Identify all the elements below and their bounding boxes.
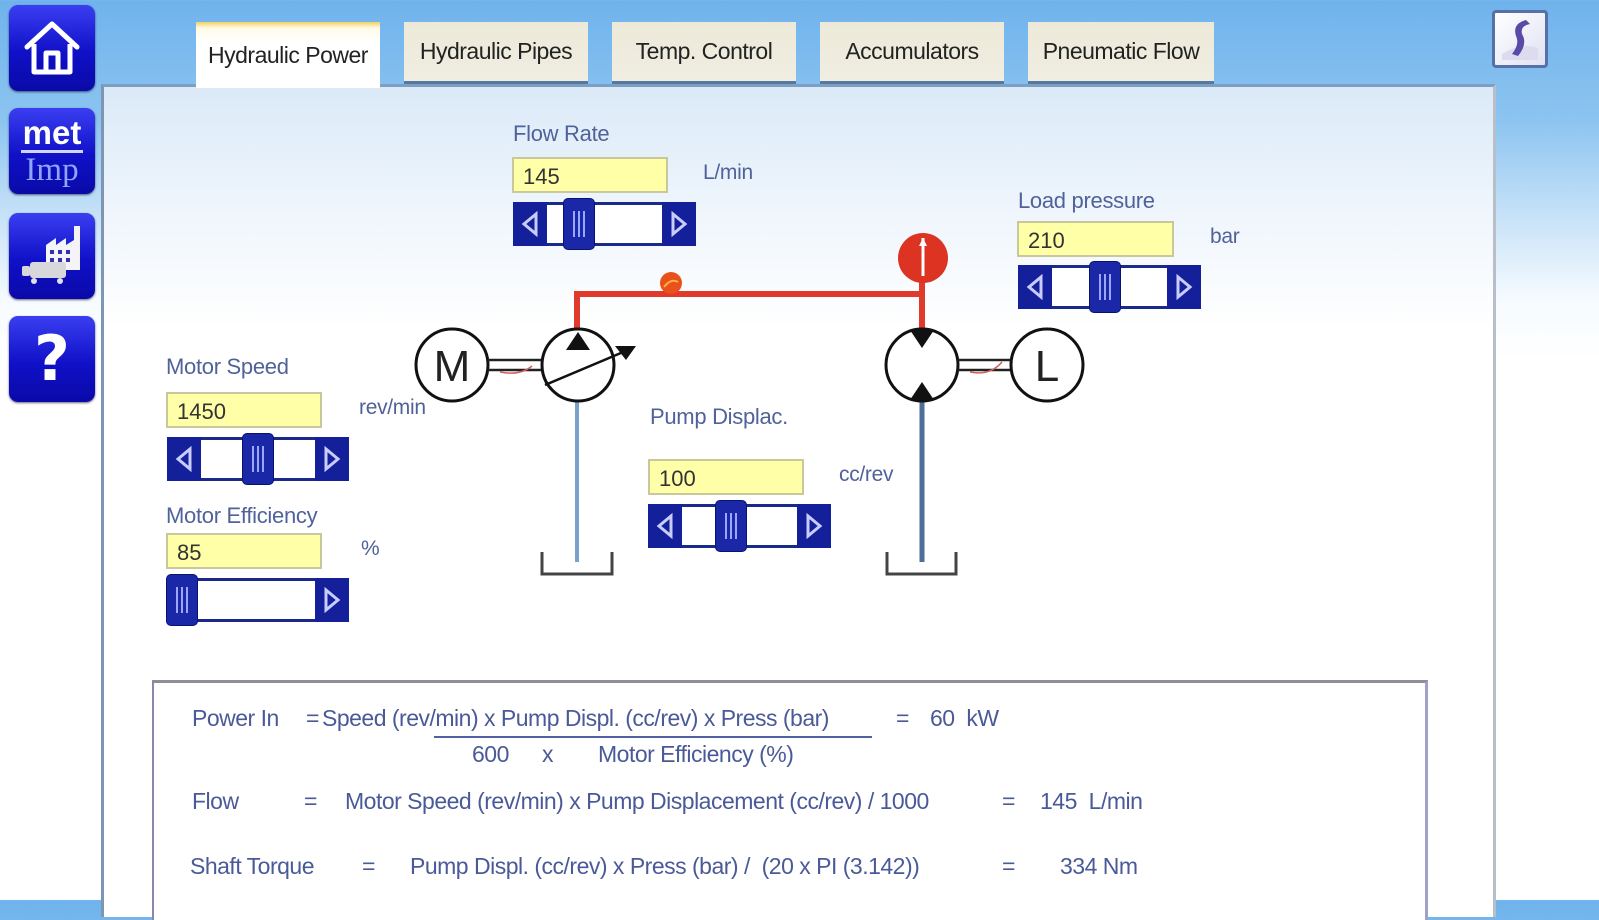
- power-formula-eq: =: [306, 705, 319, 731]
- slider-decrease-button[interactable]: [1018, 265, 1052, 309]
- pump-displacement-slider[interactable]: [648, 501, 831, 551]
- factory-icon: [22, 226, 80, 284]
- load-label: L: [1035, 342, 1059, 391]
- pressure-line: [574, 291, 925, 332]
- pressure-gauge-icon: [898, 233, 948, 283]
- flow-rate-unit: L/min: [703, 161, 753, 184]
- home-button[interactable]: [9, 5, 95, 91]
- flow-rate-slider[interactable]: [513, 199, 696, 249]
- torque-result: 334 Nm: [1060, 853, 1138, 879]
- arrow-right-icon: [324, 587, 341, 613]
- power-denominator-b: Motor Efficiency (%): [598, 741, 794, 767]
- fraction-bar: [434, 736, 872, 738]
- flow-formula-eq: =: [304, 788, 317, 814]
- power-result-eq: =: [896, 705, 909, 731]
- slider-thumb[interactable]: [1090, 262, 1121, 312]
- slider-increase-button[interactable]: [662, 202, 696, 246]
- slider-thumb[interactable]: [167, 575, 197, 625]
- shaft: [958, 358, 1012, 372]
- tab-temp-control[interactable]: Temp. Control: [612, 22, 796, 84]
- arrow-right-icon: [806, 513, 823, 539]
- arrow-left-icon: [1026, 274, 1043, 300]
- tab-label: Accumulators: [845, 38, 979, 64]
- hydraulic-motor-symbol: [884, 327, 960, 403]
- flow-result: 145 L/min: [1040, 788, 1143, 814]
- power-denominator-x: x: [542, 741, 554, 767]
- flash-logo-button[interactable]: [1492, 10, 1548, 68]
- slider-thumb[interactable]: [243, 434, 273, 484]
- slider-increase-button[interactable]: [1167, 265, 1201, 309]
- pump-displacement-input[interactable]: [648, 459, 804, 495]
- electric-motor-symbol: M: [414, 327, 490, 403]
- help-icon: ?: [34, 322, 70, 395]
- slider-increase-button[interactable]: [315, 578, 349, 622]
- tab-label: Temp. Control: [635, 38, 773, 64]
- load-symbol: L: [1009, 327, 1085, 403]
- slider-decrease-button[interactable]: [648, 504, 682, 548]
- torque-formula-name: Shaft Torque: [190, 853, 315, 879]
- torque-formula-expr: Pump Displ. (cc/rev) x Press (bar) / (20…: [410, 853, 920, 879]
- variable-pump-symbol: [540, 327, 636, 403]
- flow-indicator-icon: [660, 272, 682, 294]
- slider-decrease-button[interactable]: [513, 202, 547, 246]
- flow-rate-label: Flow Rate: [513, 121, 610, 146]
- flash-logo-icon: [1502, 20, 1538, 60]
- motor-efficiency-input[interactable]: [166, 533, 322, 569]
- motor-efficiency-label: Motor Efficiency: [166, 503, 318, 528]
- power-result: 60 kW: [930, 705, 999, 731]
- tab-label: Hydraulic Pipes: [419, 38, 573, 64]
- slider-increase-button[interactable]: [797, 504, 831, 548]
- units-metric-label: met: [20, 113, 84, 153]
- flow-rate-input[interactable]: [512, 157, 668, 193]
- units-toggle-button[interactable]: met Imp: [9, 108, 95, 194]
- load-pressure-unit: bar: [1210, 225, 1240, 248]
- load-pressure-slider[interactable]: [1018, 262, 1201, 312]
- shaft: [488, 358, 542, 372]
- tank-icon: [540, 552, 614, 576]
- tab-pneumatic-flow[interactable]: Pneumatic Flow: [1028, 22, 1214, 84]
- flow-formula-name: Flow: [192, 788, 239, 814]
- tab-hydraulic-power[interactable]: Hydraulic Power: [196, 22, 380, 88]
- power-formula-numerator: Speed (rev/min) x Pump Displ. (cc/rev) x…: [322, 705, 829, 731]
- help-button[interactable]: ?: [9, 316, 95, 402]
- slider-increase-button[interactable]: [315, 437, 349, 481]
- motor-speed-unit: rev/min: [359, 396, 426, 419]
- tab-label: Hydraulic Power: [208, 41, 368, 68]
- arrow-right-icon: [324, 446, 341, 472]
- flow-formula-expr: Motor Speed (rev/min) x Pump Displacemen…: [345, 788, 929, 814]
- tank-icon: [885, 552, 958, 576]
- motor-speed-input[interactable]: [166, 392, 322, 428]
- slider-thumb[interactable]: [716, 501, 746, 551]
- arrow-right-icon: [1176, 274, 1193, 300]
- arrow-left-icon: [656, 513, 673, 539]
- slider-decrease-button[interactable]: [167, 437, 201, 481]
- slider-thumb[interactable]: [564, 199, 594, 249]
- arrow-left-icon: [175, 446, 192, 472]
- torque-result-eq: =: [1002, 853, 1015, 879]
- load-pressure-input[interactable]: [1017, 221, 1174, 257]
- torque-formula-eq: =: [362, 853, 375, 879]
- motor-speed-label: Motor Speed: [166, 354, 289, 379]
- arrow-left-icon: [521, 211, 538, 237]
- motor-efficiency-unit: %: [361, 537, 380, 560]
- flow-result-eq: =: [1002, 788, 1015, 814]
- power-denominator-a: 600: [472, 741, 509, 767]
- hydraulic-circuit-diagram: M L: [414, 233, 1085, 576]
- motor-label: M: [434, 342, 471, 391]
- tab-hydraulic-pipes[interactable]: Hydraulic Pipes: [404, 22, 588, 84]
- applications-button[interactable]: [9, 213, 95, 299]
- pump-displacement-label: Pump Displac.: [650, 404, 788, 429]
- formula-panel: Power In = Speed (rev/min) x Pump Displ.…: [152, 680, 1428, 920]
- motor-efficiency-slider[interactable]: [167, 575, 349, 625]
- load-pressure-label: Load pressure: [1018, 188, 1155, 213]
- home-icon: [24, 21, 80, 75]
- tab-label: Pneumatic Flow: [1042, 38, 1200, 64]
- arrow-right-icon: [671, 211, 688, 237]
- tab-accumulators[interactable]: Accumulators: [820, 22, 1004, 84]
- power-formula-name: Power In: [192, 705, 279, 731]
- pump-displacement-unit: cc/rev: [839, 463, 894, 486]
- motor-speed-slider[interactable]: [167, 434, 349, 484]
- units-imperial-label: Imp: [25, 151, 79, 188]
